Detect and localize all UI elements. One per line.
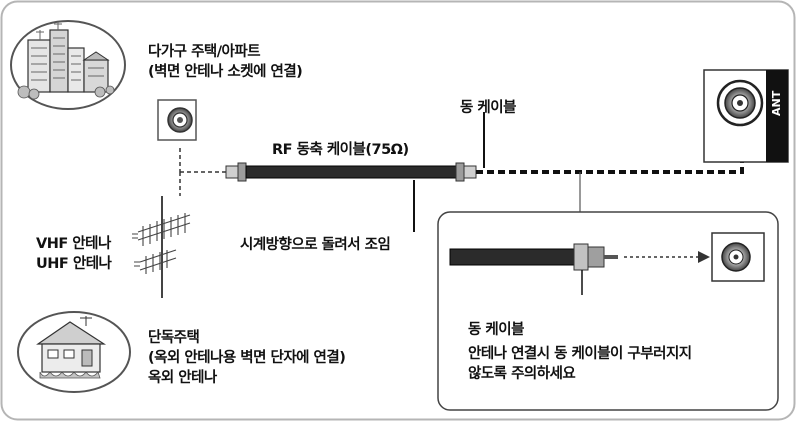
vhf-label: VHF 안테나 [36,236,111,252]
apartment-subtitle: (벽면 안테나 소켓에 연결) [148,64,303,80]
coax-cable-icon [225,162,477,182]
apartment-title: 다가구 주택/아파트 [148,44,261,60]
inset-note-line1: 안테나 연결시 동 케이블이 구부러지지 [468,346,692,362]
house-icon [17,311,131,393]
inset-title: 동 케이블 [468,322,524,338]
uhf-label: UHF 안테나 [36,256,112,272]
outdoor-antenna-label: 옥외 안테나 [148,370,217,386]
rf-cable-label: RF 동축 케이블(75Ω) [272,142,409,158]
twist-label: 시계방향으로 돌려서 조임 [240,237,391,253]
coax-top-label: 동 케이블 [460,100,516,116]
inset-note-line2: 않도록 주의하세요 [468,366,576,382]
apartment-icon [10,20,126,110]
antenna-icon [132,196,191,298]
house-title: 단독주택 [148,330,200,346]
tv-ant-port-icon: ANT [703,69,789,163]
house-subtitle: (옥외 안테나용 벽면 단자에 연결) [148,350,346,366]
ant-label: ANT [770,90,783,116]
inset-cable-icon [449,232,765,295]
wall-socket-icon [157,99,197,141]
